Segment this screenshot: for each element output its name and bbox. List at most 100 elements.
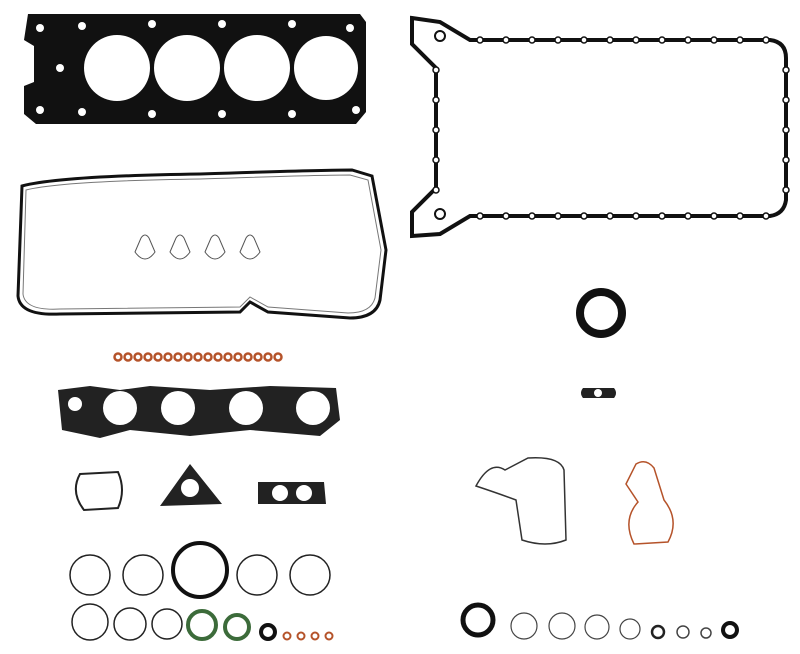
head-bolt-hole <box>148 20 156 28</box>
valve-stem-seal <box>163 352 173 362</box>
o-ring <box>171 541 229 599</box>
valve-stem-seal <box>183 352 193 362</box>
flange-gasket-hole <box>594 389 602 397</box>
oil-pan-bolt-hole <box>432 126 440 134</box>
oil-pan-corner-hole <box>434 208 446 220</box>
valve-stem-seal <box>253 352 263 362</box>
crankshaft-seal <box>576 288 626 338</box>
oil-pan-bolt-hole <box>432 156 440 164</box>
valve-stem-seal <box>193 352 203 362</box>
oil-pan-bolt-hole <box>554 36 562 44</box>
o-ring <box>282 631 292 641</box>
o-ring <box>584 614 610 640</box>
spark-plug-tube-seal <box>239 234 261 260</box>
o-ring <box>324 631 334 641</box>
o-ring <box>71 603 109 641</box>
valve-cover-outline <box>16 168 388 320</box>
cylinder-head-gasket <box>24 14 366 124</box>
oil-pan-corner-hole <box>434 30 446 42</box>
oil-pan-bolt-hole <box>684 212 692 220</box>
oil-pan-bolt-hole <box>580 212 588 220</box>
oil-pan-bolt-hole <box>528 36 536 44</box>
valve-stem-seals <box>113 352 283 362</box>
oil-pan-bolt-hole <box>762 212 770 220</box>
o-ring <box>650 624 666 640</box>
valve-stem-seal <box>223 352 233 362</box>
valve-stem-seal <box>243 352 253 362</box>
o-ring <box>676 625 690 639</box>
spark-plug-tube-seal <box>134 234 156 260</box>
head-bolt-hole <box>56 64 64 72</box>
o-ring <box>259 623 277 641</box>
o-ring <box>296 631 306 641</box>
oil-pan-bolt-hole <box>432 96 440 104</box>
oil-pan-outline <box>410 15 788 239</box>
spark-plug-tube-seal <box>204 234 226 260</box>
head-bolt-hole <box>218 110 226 118</box>
valve-stem-seal <box>173 352 183 362</box>
head-gasket-body <box>24 14 366 124</box>
oil-filter-housing-gasket <box>625 461 674 545</box>
o-ring <box>510 612 538 640</box>
head-bolt-hole <box>78 108 86 116</box>
o-ring <box>310 631 320 641</box>
o-ring <box>460 602 496 638</box>
valve-stem-seal <box>153 352 163 362</box>
small-flange-gasket <box>581 388 616 398</box>
o-ring <box>619 618 641 640</box>
head-bolt-hole <box>36 24 44 32</box>
oil-pan-bolt-hole <box>432 186 440 194</box>
triangle-gasket-body <box>160 464 222 506</box>
oil-pan-bolt-hole <box>736 36 744 44</box>
oil-pan-bolt-hole <box>432 66 440 74</box>
exhaust-manifold-gasket <box>58 386 340 438</box>
head-bolt-hole <box>288 20 296 28</box>
o-ring <box>186 609 218 641</box>
head-bolt-hole <box>148 110 156 118</box>
valve-cover-inner-line <box>22 174 382 314</box>
o-ring <box>289 554 331 596</box>
head-bolt-hole <box>352 106 360 114</box>
o-ring <box>113 607 147 641</box>
oil-pan-bolt-hole <box>782 66 790 74</box>
oil-pan-bolt-hole <box>580 36 588 44</box>
oil-pan-bolt-hole <box>782 186 790 194</box>
oil-pan-bolt-hole <box>606 212 614 220</box>
o-ring <box>236 554 278 596</box>
oil-pan-bolt-hole <box>632 212 640 220</box>
valve-stem-seal <box>233 352 243 362</box>
oil-pan-bolt-hole <box>502 212 510 220</box>
turbo-gasket-body <box>258 482 326 504</box>
valve-stem-seal <box>203 352 213 362</box>
oil-pan-bolt-hole <box>684 36 692 44</box>
valve-cover-gasket <box>16 168 388 320</box>
o-ring <box>69 554 111 596</box>
oil-pan-bolt-hole <box>554 212 562 220</box>
oil-pan-bolt-hole <box>476 36 484 44</box>
oil-pan-bolt-hole <box>632 36 640 44</box>
o-ring <box>122 554 164 596</box>
o-ring <box>151 608 183 640</box>
head-bolt-hole <box>218 20 226 28</box>
oil-pan-bolt-hole <box>528 212 536 220</box>
exhaust-gasket-body <box>58 386 340 438</box>
oil-pan-bolt-hole <box>658 36 666 44</box>
valve-stem-seal <box>273 352 283 362</box>
valve-stem-seal <box>143 352 153 362</box>
head-bolt-hole <box>346 24 354 32</box>
oil-pan-bolt-hole <box>782 96 790 104</box>
oil-pan-bolt-hole <box>476 212 484 220</box>
oil-pan-bolt-hole <box>606 36 614 44</box>
head-bolt-hole <box>288 110 296 118</box>
egr-gasket <box>74 470 123 512</box>
valve-stem-seal <box>213 352 223 362</box>
o-ring <box>721 621 739 639</box>
oil-pan-bolt-hole <box>762 36 770 44</box>
valve-stem-seal <box>263 352 273 362</box>
head-bolt-hole <box>36 106 44 114</box>
turbo-flange-gasket <box>258 482 326 504</box>
oil-pan-bolt-hole <box>502 36 510 44</box>
oil-pan-bolt-hole <box>736 212 744 220</box>
oil-pan-bolt-hole <box>658 212 666 220</box>
